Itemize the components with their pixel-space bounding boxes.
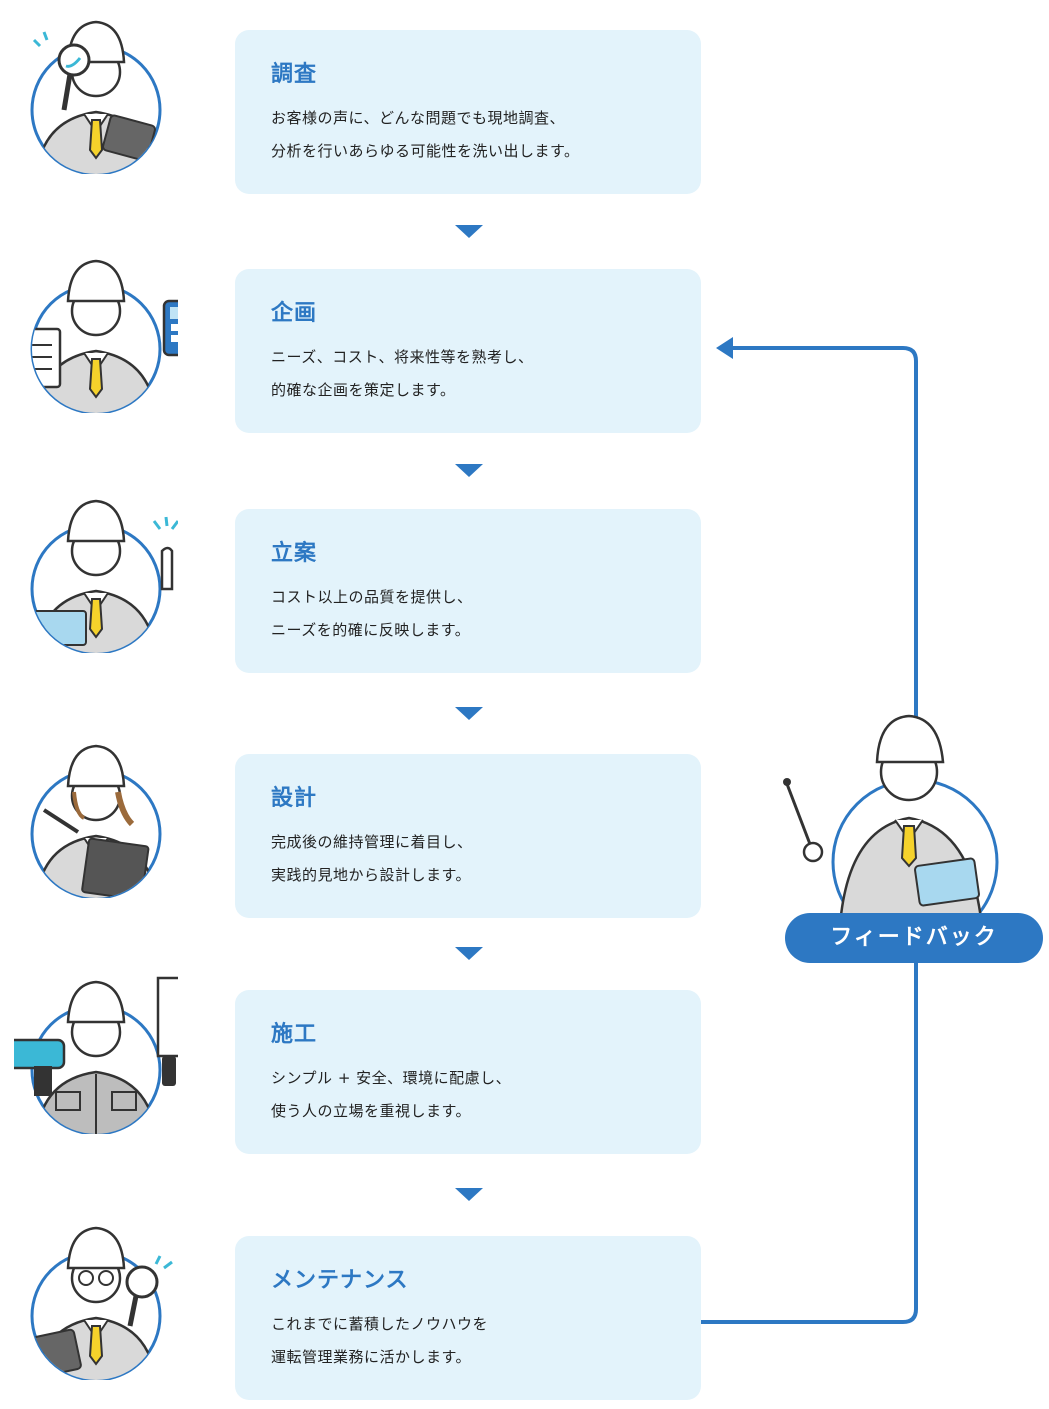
flow-arrow-down-icon: [455, 1188, 483, 1201]
proposer-avatar-icon: [30, 499, 178, 653]
maintenance-avatar-icon: [30, 1226, 173, 1380]
planner-avatar-icon: [30, 259, 178, 413]
surveyor-avatar-icon: [30, 20, 162, 174]
step-card-planning: 企画 ニーズ、コスト、将来性等を熟考し、 的確な企画を策定します。: [235, 269, 701, 433]
step-description: これまでに蓄積したノウハウを 運転管理業務に活かします。: [271, 1315, 489, 1366]
feedback-presenter-avatar-icon: [783, 714, 999, 913]
step-title: 調査: [271, 62, 318, 87]
step-card-maintenance: メンテナンス これまでに蓄積したノウハウを 運転管理業務に活かします。: [235, 1236, 701, 1400]
designer-avatar-icon: [30, 744, 162, 898]
step-card-construction: 施工 シンプル + 安全、環境に配慮し、 使う人の立場を重視します。: [235, 990, 701, 1154]
step-description: お客様の声に、どんな問題でも現地調査、 分析を行いあらゆる可能性を洗い出します。: [271, 109, 580, 160]
flow-arrow-down-icon: [455, 947, 483, 960]
step-design: 設計 完成後の維持管理に着目し、 実践的見地から設計します。: [0, 744, 1049, 924]
step-planning: 企画 ニーズ、コスト、将来性等を熟考し、 的確な企画を策定します。: [0, 259, 1049, 439]
step-construction: 施工 シンプル + 安全、環境に配慮し、 使う人の立場を重視します。: [0, 976, 1049, 1160]
step-card-proposal: 立案 コスト以上の品質を提供し、 ニーズを的確に反映します。: [235, 509, 701, 673]
feedback-label: フィードバック: [785, 913, 1043, 963]
step-proposal: 立案 コスト以上の品質を提供し、 ニーズを的確に反映します。: [0, 499, 1049, 679]
step-title: 立案: [271, 541, 318, 566]
flow-arrow-down-icon: [455, 707, 483, 720]
step-description: ニーズ、コスト、将来性等を熟考し、 的確な企画を策定します。: [271, 348, 534, 399]
step-description: コスト以上の品質を提供し、 ニーズを的確に反映します。: [271, 588, 473, 639]
step-survey: 調査 お客様の声に、どんな問題でも現地調査、 分析を行いあらゆる可能性を洗い出し…: [0, 20, 1049, 200]
step-card-design: 設計 完成後の維持管理に着目し、 実践的見地から設計します。: [235, 754, 701, 918]
flow-arrow-down-icon: [455, 464, 483, 477]
step-card-survey: 調査 お客様の声に、どんな問題でも現地調査、 分析を行いあらゆる可能性を洗い出し…: [235, 30, 701, 194]
step-description: 完成後の維持管理に着目し、 実践的見地から設計します。: [271, 833, 473, 884]
flow-arrow-down-icon: [455, 225, 483, 238]
step-title: 企画: [271, 301, 318, 326]
step-title: 施工: [271, 1022, 318, 1047]
step-title: 設計: [271, 786, 318, 811]
step-title: メンテナンス: [271, 1268, 409, 1293]
step-maintenance: メンテナンス これまでに蓄積したノウハウを 運転管理業務に活かします。: [0, 1226, 1049, 1406]
builder-avatar-icon: [14, 976, 178, 1134]
step-description: シンプル + 安全、環境に配慮し、 使う人の立場を重視します。: [271, 1069, 512, 1120]
